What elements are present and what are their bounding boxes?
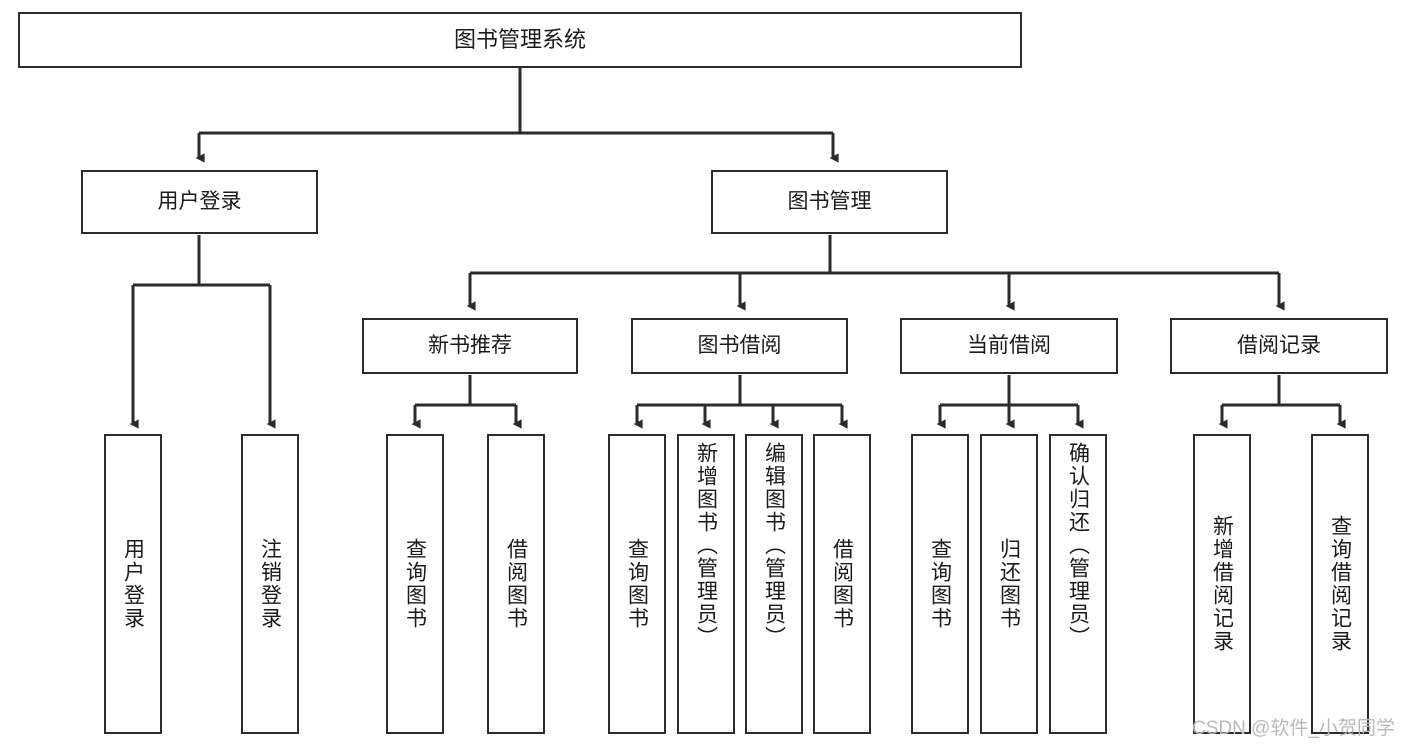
- node-root-system[interactable]: 图书管理系统: [18, 12, 1022, 68]
- node-label: 编辑图书（管理员）: [762, 442, 786, 649]
- node-label: 图书管理系统: [453, 27, 586, 53]
- node-book-management[interactable]: 图书管理: [711, 170, 948, 234]
- node-label: 图书借阅: [697, 333, 782, 357]
- node-label: 借阅记录: [1237, 333, 1321, 357]
- node-label: 新书推荐: [428, 333, 512, 357]
- leaf-user-login[interactable]: 用户登录: [104, 434, 162, 734]
- node-label: 新增借阅记录: [1210, 515, 1234, 653]
- leaf-query-borrow-record[interactable]: 查询借阅记录: [1311, 434, 1369, 734]
- node-label: 借阅图书: [504, 538, 528, 630]
- leaf-logout-login[interactable]: 注销登录: [241, 434, 299, 734]
- leaf-query-book-current[interactable]: 查询图书: [911, 434, 969, 734]
- leaf-confirm-return-admin[interactable]: 确认归还（管理员）: [1049, 434, 1107, 734]
- watermark-label: CSDN @软件_小贺同学: [1192, 718, 1395, 739]
- node-book-borrow[interactable]: 图书借阅: [631, 318, 848, 374]
- leaf-add-book-admin[interactable]: 新增图书（管理员）: [677, 434, 735, 734]
- node-borrow-record[interactable]: 借阅记录: [1170, 318, 1388, 374]
- node-new-book-recommend[interactable]: 新书推荐: [362, 318, 578, 374]
- node-label: 图书管理: [787, 189, 872, 213]
- leaf-borrow-book-recommend[interactable]: 借阅图书: [487, 434, 545, 734]
- node-label: 查询图书: [928, 538, 952, 630]
- node-label: 当前借阅: [967, 333, 1051, 357]
- node-label: 确认归还（管理员）: [1066, 442, 1090, 649]
- node-user-login[interactable]: 用户登录: [81, 170, 318, 234]
- leaf-return-book[interactable]: 归还图书: [980, 434, 1038, 734]
- node-label: 查询借阅记录: [1328, 515, 1352, 653]
- node-label: 借阅图书: [830, 538, 854, 630]
- leaf-borrow-book-borrow[interactable]: 借阅图书: [813, 434, 871, 734]
- leaf-edit-book-admin[interactable]: 编辑图书（管理员）: [745, 434, 803, 734]
- node-label: 归还图书: [997, 538, 1021, 630]
- leaf-add-borrow-record[interactable]: 新增借阅记录: [1193, 434, 1251, 734]
- node-current-borrow[interactable]: 当前借阅: [900, 318, 1118, 374]
- node-label: 新增图书（管理员）: [694, 442, 718, 649]
- node-label: 用户登录: [157, 189, 242, 213]
- node-label: 查询图书: [403, 538, 427, 630]
- node-label: 用户登录: [121, 538, 145, 630]
- node-label: 注销登录: [258, 538, 282, 630]
- node-label: 查询图书: [625, 538, 649, 630]
- leaf-query-book-recommend[interactable]: 查询图书: [386, 434, 444, 734]
- leaf-query-book-borrow[interactable]: 查询图书: [608, 434, 666, 734]
